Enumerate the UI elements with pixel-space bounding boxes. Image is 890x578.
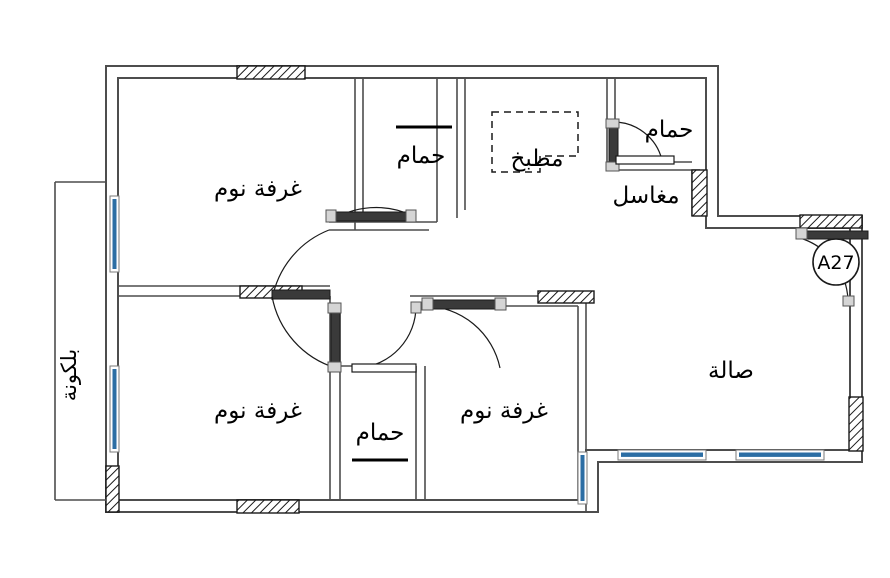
room-labels: غرفة نوم حمام مطبخ حمام مغاسل غرفة نوم ح… — [57, 117, 855, 446]
door-bedroom-top-left-corridor — [271, 229, 331, 301]
window-hall-bottom-1 — [617, 449, 707, 461]
door-main-entry — [795, 227, 869, 307]
window-balcony-lower — [109, 365, 120, 453]
wall-openings-hatched — [105, 65, 864, 514]
kitchen-counter-outline — [491, 111, 579, 173]
outer-walls — [105, 65, 863, 513]
windows-blue — [109, 195, 825, 505]
room-label-bathroom-bottom: حمام — [356, 420, 405, 446]
room-label-kitchen: مطبخ — [511, 146, 564, 172]
doors — [271, 118, 869, 373]
door-bedroom-bottom-left — [271, 295, 342, 373]
window-corridor-right — [537, 290, 595, 304]
room-label-bedroom-bottom-mid: غرفة نوم — [460, 398, 548, 424]
window-bedroom-mid-right — [577, 451, 588, 505]
balcony-outline — [54, 181, 106, 501]
window-hall-top — [799, 214, 863, 229]
room-label-bathroom-top-right: حمام — [645, 117, 694, 143]
room-label-living-hall: صالة — [708, 358, 754, 384]
door-tag-circle — [812, 238, 860, 286]
fixture-lines — [352, 125, 452, 462]
room-label-balcony: بلكونة — [57, 349, 81, 401]
door-tag-label: A27 — [817, 252, 854, 274]
room-label-bedroom-top-left: غرفة نوم — [214, 176, 302, 202]
wall-pier-washroom — [691, 169, 708, 217]
door-bedroom-bottom-mid — [421, 297, 507, 369]
window-hall-bottom-2 — [735, 449, 825, 461]
window-balcony-upper — [109, 195, 120, 273]
room-label-washroom: مغاسل — [612, 183, 679, 209]
wall-pier-balcony-bottom — [105, 465, 120, 513]
window-top-bedroom — [236, 65, 306, 80]
room-label-bedroom-bottom-left: غرفة نوم — [214, 398, 302, 424]
room-label-bathroom-top-center: حمام — [397, 143, 446, 169]
door-bedroom-top-left — [325, 206, 417, 223]
window-bottom-bedroom-left — [236, 499, 300, 514]
wall-pier-hall-right — [848, 396, 864, 452]
door-bathroom-bottom — [351, 301, 422, 373]
door-bathroom-top-right — [605, 118, 675, 172]
